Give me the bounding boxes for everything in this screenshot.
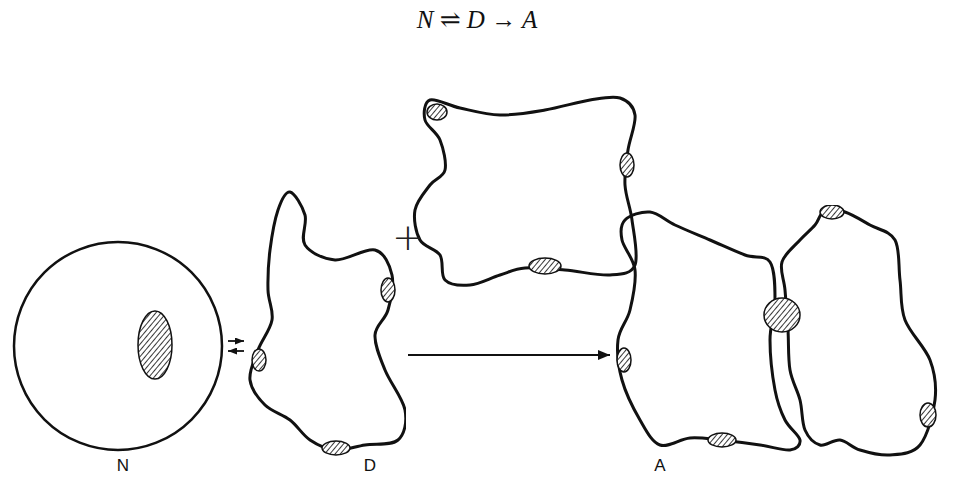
chain-outline [781, 209, 935, 455]
hydrophobic-patch [322, 441, 350, 455]
molecule-outline [12, 240, 226, 477]
state-label: N [117, 456, 129, 476]
molecule-node: D [246, 188, 406, 477]
hydrophobic-patch [427, 104, 447, 120]
state-label: A [654, 456, 665, 476]
molecule-node: A [612, 205, 942, 477]
hydrophobic-patch [138, 311, 172, 379]
molecule-outline [612, 205, 942, 477]
reaction-equation: N ⇌ D → A [0, 4, 954, 36]
hydrophobic-patch [620, 153, 634, 177]
hydrophobic-patch [920, 403, 936, 427]
reaction-arrow [228, 341, 244, 351]
hydrophobic-patch [820, 205, 844, 219]
chain-outline [250, 192, 406, 450]
hydrophobic-patch [617, 348, 631, 372]
hydrophobic-patch [252, 349, 266, 371]
state-label: D [364, 456, 376, 476]
hydrophobic-patch [381, 278, 395, 302]
plus-sign: + [392, 218, 424, 256]
molecule-node: N [12, 240, 226, 477]
hydrophobic-patch [764, 298, 800, 332]
molecule-outline [246, 188, 406, 477]
hydrophobic-patch [529, 258, 561, 274]
native-globule [14, 242, 222, 450]
chain-outline [618, 212, 801, 450]
hydrophobic-patch [708, 433, 736, 447]
reaction-arrow [408, 355, 610, 356]
unfolded-molecule [414, 97, 636, 285]
